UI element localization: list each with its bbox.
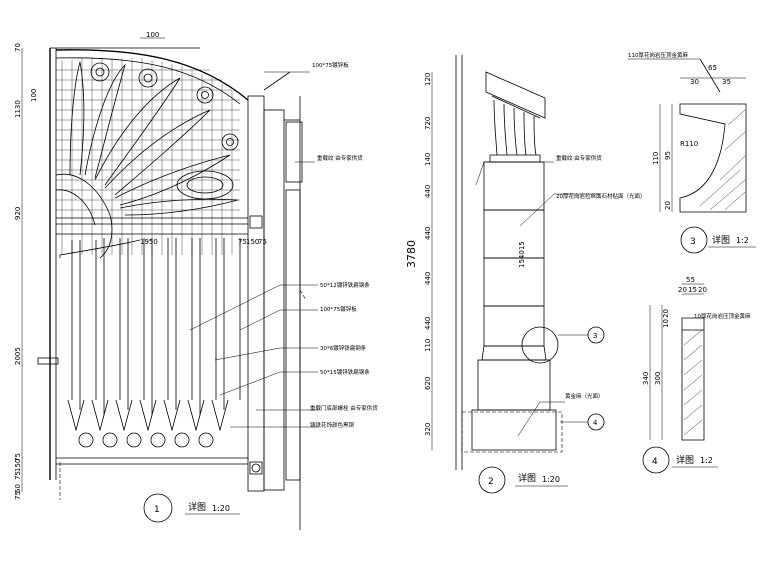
svg-text:75: 75: [14, 471, 22, 480]
detail-1-gate-elevation: 100 70 1130 100 920 2005 75 150 75 50 75…: [14, 31, 378, 530]
svg-text:320: 320: [424, 423, 432, 436]
svg-text:75: 75: [14, 491, 22, 500]
strip-hatch: [683, 329, 703, 436]
coping-hatch: [699, 109, 746, 211]
svg-text:50: 50: [14, 484, 22, 493]
svg-text:1:20: 1:20: [542, 475, 560, 484]
svg-text:50*12镀锌铁扁钢条: 50*12镀锌铁扁钢条: [320, 281, 370, 289]
svg-text:铸铁花饰颜色黑铜: 铸铁花饰颜色黑铜: [310, 421, 355, 429]
pillar-dimensions: 120 720 140 440 440 440 440 110 620 320: [424, 73, 432, 436]
svg-text:1:2: 1:2: [736, 236, 749, 245]
detail-4-strip-profile: 55 20 15 20 20 10 340 300 10厚花岗岩压顶金黄麻 4 …: [642, 276, 751, 474]
svg-text:75: 75: [14, 453, 22, 462]
svg-text:30*6镀锌铁扁钢条: 30*6镀锌铁扁钢条: [320, 344, 367, 352]
svg-text:重载纹 由专家供货: 重载纹 由专家供货: [317, 154, 363, 162]
svg-text:30: 30: [690, 78, 699, 86]
svg-text:440: 440: [424, 185, 432, 198]
svg-text:20: 20: [662, 309, 670, 318]
left-dimensions: 70 1130 100 920 2005 75 150 75 50 75: [14, 43, 38, 500]
svg-text:620: 620: [424, 377, 432, 390]
svg-text:100*75镀锌板: 100*75镀锌板: [320, 305, 357, 313]
svg-text:1: 1: [154, 505, 160, 515]
inner-dimensions: 1950 75 150 75: [140, 238, 267, 246]
detail-4-dimensions: 55 20 15 20 20 10 340 300: [642, 276, 707, 385]
svg-text:详图: 详图: [188, 501, 206, 513]
svg-text:95: 95: [664, 151, 672, 160]
detail-1-title: 1 详图 1:20: [143, 493, 240, 523]
detail-1-notes: 100*75镀锌板 重载纹 由专家供货 50*12镀锌铁扁钢条 100*75镀锌…: [189, 61, 378, 429]
svg-text:100*75镀锌板: 100*75镀锌板: [312, 61, 349, 69]
svg-text:110: 110: [424, 339, 432, 352]
svg-text:440: 440: [424, 317, 432, 330]
dim-total-height: 3780: [405, 240, 418, 268]
svg-text:2: 2: [488, 477, 494, 487]
svg-text:440: 440: [424, 227, 432, 240]
svg-text:详图: 详图: [518, 472, 536, 484]
svg-text:75: 75: [238, 238, 247, 246]
svg-text:110: 110: [652, 152, 660, 165]
svg-text:20厚花岗岩拉丝面石材贴面（光面）: 20厚花岗岩拉丝面石材贴面（光面）: [556, 192, 646, 200]
svg-text:340: 340: [642, 372, 650, 385]
detail-2-notes: 重载纹 由专家供货 20厚花岗岩拉丝面石材贴面（光面） 黄金麻（光面）: [475, 154, 646, 437]
svg-text:R110: R110: [680, 140, 698, 148]
dim-top: 100: [146, 31, 159, 39]
svg-text:20: 20: [678, 286, 687, 294]
svg-text:黄金麻（光面）: 黄金麻（光面）: [565, 392, 604, 400]
svg-text:920: 920: [14, 207, 22, 220]
svg-text:15: 15: [688, 286, 697, 294]
scroll-ornaments: [55, 61, 239, 259]
detail-3-dimensions: 65 30 35 95 110 20 R110: [652, 64, 731, 210]
svg-text:1950: 1950: [140, 238, 158, 246]
svg-text:3: 3: [690, 237, 696, 247]
svg-text:70: 70: [14, 43, 22, 52]
svg-text:4: 4: [593, 419, 598, 427]
svg-text:1:20: 1:20: [212, 504, 230, 513]
svg-text:150: 150: [246, 238, 259, 246]
svg-text:2005: 2005: [14, 347, 22, 365]
svg-text:20: 20: [698, 286, 707, 294]
svg-text:110厚花岗岩压顶金黄麻: 110厚花岗岩压顶金黄麻: [628, 51, 688, 59]
svg-text:55: 55: [686, 276, 695, 284]
svg-text:150: 150: [14, 459, 22, 472]
svg-text:重载纹 由专家供货: 重载纹 由专家供货: [556, 154, 602, 162]
detail-2-title: 2 详图 1:20: [478, 466, 568, 494]
svg-text:50*15镀锌铁扁钢条: 50*15镀锌铁扁钢条: [320, 368, 370, 376]
pillar-capital-flutes: [489, 99, 541, 163]
callout-4: 4: [560, 413, 605, 431]
ornamental-grid-panel: [56, 58, 240, 255]
svg-text:1130: 1130: [14, 100, 22, 118]
dim-center: 154015: [518, 241, 526, 268]
svg-text:720: 720: [424, 117, 432, 130]
callout-3: 3: [521, 326, 605, 364]
svg-text:详图: 详图: [676, 454, 694, 466]
svg-text:10: 10: [662, 319, 670, 328]
detail-3-coping-profile: 110厚花岗岩压顶金黄麻 65 30 35 95 110 20 R110 3 详…: [628, 51, 756, 254]
vertical-bars: [67, 238, 241, 448]
svg-text:140: 140: [424, 153, 432, 166]
svg-text:65: 65: [708, 64, 717, 72]
svg-text:详图: 详图: [712, 234, 730, 246]
svg-text:440: 440: [424, 272, 432, 285]
svg-text:300: 300: [654, 372, 662, 385]
svg-text:3: 3: [593, 332, 597, 340]
svg-text:20: 20: [664, 201, 672, 210]
svg-text:35: 35: [722, 78, 731, 86]
detail-4-title: 4 详图 1:2: [642, 446, 718, 474]
detail-2-pillar-elevation: 3780 120 720 140 440 440 440 440 110 620…: [405, 55, 646, 494]
svg-text:1:2: 1:2: [700, 456, 713, 465]
svg-text:75: 75: [258, 238, 267, 246]
svg-text:120: 120: [424, 73, 432, 86]
svg-text:重载门底部螺栓 由专家供货: 重载门底部螺栓 由专家供货: [310, 404, 378, 412]
svg-text:100: 100: [30, 89, 38, 102]
detail-3-title: 3 详图 1:2: [680, 226, 756, 254]
svg-text:4: 4: [652, 457, 658, 467]
detail-4-label: 10厚花岗岩压顶金黄麻: [694, 312, 751, 320]
